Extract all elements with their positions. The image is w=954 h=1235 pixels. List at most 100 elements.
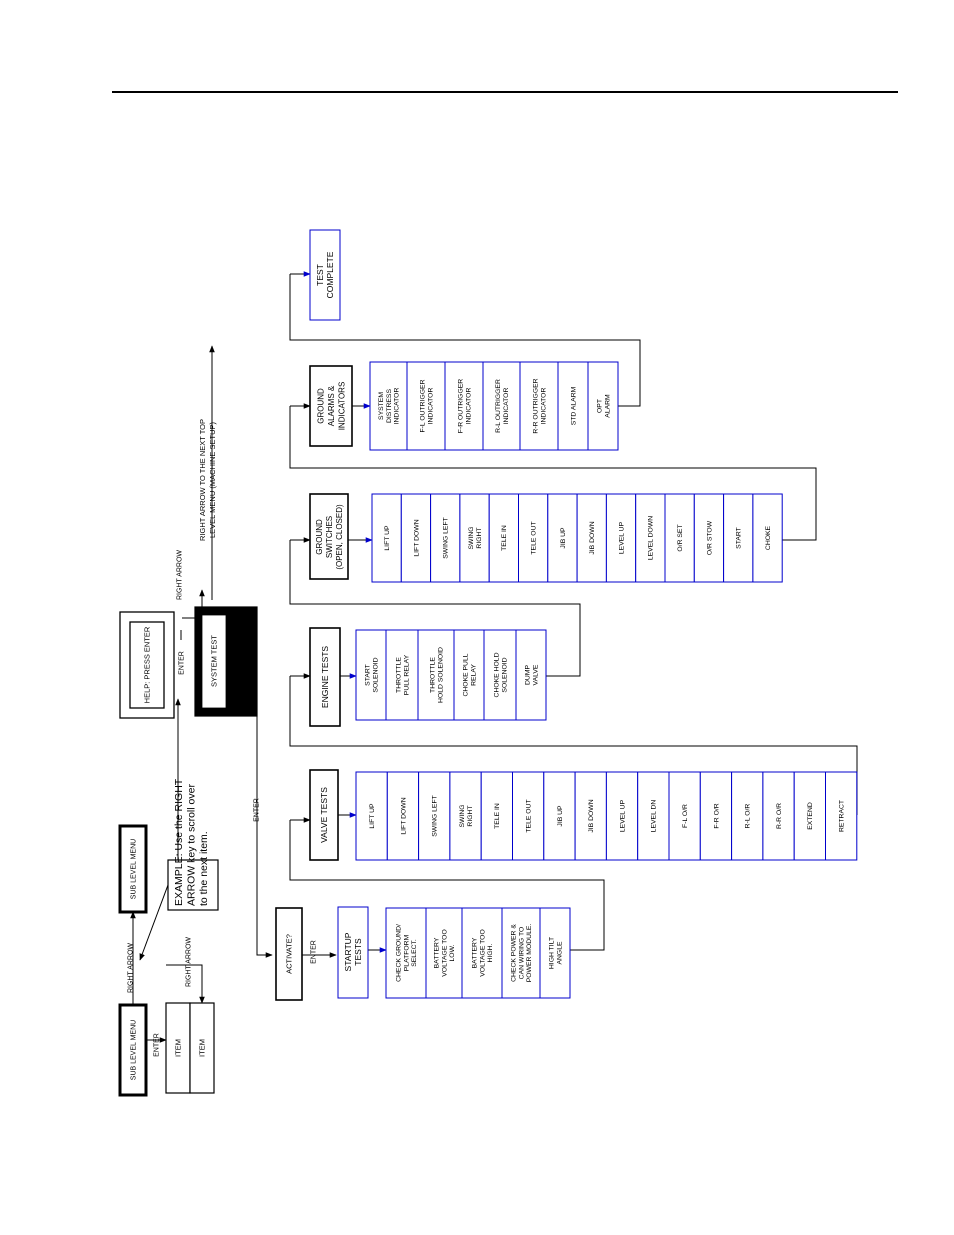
valve-item-label: R-L O/R: [745, 804, 752, 829]
svg-text:SUB LEVEL MENU: SUB LEVEL MENU: [130, 839, 137, 899]
switches-item-label: START: [736, 527, 743, 549]
svg-text:THROTTLEHOLD SOLENOID: THROTTLEHOLD SOLENOID: [429, 647, 444, 703]
alarms-item-box: [482, 361, 521, 451]
item-box: [165, 1002, 191, 1094]
svg-text:SWINGRIGHT: SWINGRIGHT: [468, 526, 483, 549]
svg-text:GROUNDSWITCHES(OPEN, CLOSED): GROUNDSWITCHES(OPEN, CLOSED): [315, 504, 344, 570]
startup-item-label: CHECK POWER &CAN WIRING TOPOWER MODULE.: [511, 924, 534, 983]
svg-text:R-L OUTRIGGERINDICATOR: R-L OUTRIGGERINDICATOR: [495, 379, 510, 433]
svg-text:LIFT DOWN: LIFT DOWN: [413, 519, 420, 556]
valve-item-label: RETRACT: [839, 800, 846, 832]
alarms-item-box: [587, 361, 619, 451]
sub-level-menu-label: SUB LEVEL MENU: [130, 1020, 137, 1080]
svg-text:TELE OUT: TELE OUT: [531, 521, 538, 554]
activate-box: [275, 907, 303, 1001]
startup-item-label: CHECK GROUND/PLATFORMSELECT.: [396, 924, 419, 982]
engine-title-box: [309, 627, 341, 727]
alarms-item-label: SYSTEMDISTRESSINDICATOR: [378, 388, 401, 425]
switches-item-label: JIB DOWN: [589, 521, 596, 554]
alarms-item-label: F-R OUTRIGGERINDICATOR: [457, 379, 472, 433]
svg-text:TELE OUT: TELE OUT: [526, 799, 533, 832]
svg-text:CHOKE PULLRELAY: CHOKE PULLRELAY: [462, 653, 477, 696]
engine-item-box: [453, 629, 485, 721]
valve-item-box: [386, 771, 420, 861]
svg-text:RIGHT ARROW: RIGHT ARROW: [176, 550, 183, 600]
engine-item-label: CHOKE PULLRELAY: [462, 653, 477, 696]
valve-item-label: LEVEL UP: [619, 799, 626, 832]
svg-text:TELE IN: TELE IN: [501, 525, 508, 551]
alarms-item-label: OPTALARM: [596, 394, 611, 418]
engine-item-label: THROTTLEPULL RELAY: [395, 654, 410, 695]
svg-text:HELP: PRESS ENTER: HELP: PRESS ENTER: [143, 626, 152, 703]
sub-level-menu-label: SUB LEVEL MENU: [130, 839, 137, 899]
valve-item-label: JIB UP: [557, 805, 564, 827]
engine-item-label: CHOKE HOLDSOLENOID: [493, 652, 508, 697]
svg-text:JIB UP: JIB UP: [560, 527, 567, 549]
engine-item-box: [417, 629, 455, 721]
valve-item-label: F-L O/R: [682, 804, 689, 828]
startup-item-label: HIGH TILTANGLE: [548, 937, 563, 969]
svg-text:HIGH TILTANGLE: HIGH TILTANGLE: [548, 937, 563, 969]
svg-text:ENTER: ENTER: [253, 798, 260, 822]
valve-item-box: [637, 771, 670, 861]
svg-text:STARTUPTESTS: STARTUPTESTS: [343, 932, 363, 971]
sub-level-menu-box: [118, 1003, 148, 1097]
svg-text:RIGHT ARROW TO THE NEXT TOPLEV: RIGHT ARROW TO THE NEXT TOPLEVEL MENU (M…: [198, 419, 217, 541]
valve-item-label: TELE IN: [494, 803, 501, 829]
svg-text:JIB UP: JIB UP: [557, 805, 564, 827]
valve-item-box: [668, 771, 701, 861]
valve-item-box: [699, 771, 733, 861]
svg-text:LEVEL UP: LEVEL UP: [619, 799, 626, 832]
next-top-menu-label: RIGHT ARROW TO THE NEXT TOPLEVEL MENU (M…: [198, 419, 217, 541]
example-note-box: [167, 859, 219, 911]
engine-item-label: STARTSOLENOID: [364, 657, 379, 692]
svg-text:LEVEL DOWN: LEVEL DOWN: [648, 516, 655, 560]
valve-item-label: TELE OUT: [526, 799, 533, 832]
example-pointer: [139, 884, 169, 961]
svg-text:JIB DOWN: JIB DOWN: [589, 521, 596, 554]
svg-text:ACTIVATE?: ACTIVATE?: [285, 934, 294, 974]
startup-title-box: [337, 906, 369, 999]
svg-text:STARTSOLENOID: STARTSOLENOID: [364, 657, 379, 692]
alarms-item-box: [369, 361, 408, 451]
svg-text:VALVE TESTS: VALVE TESTS: [319, 787, 329, 843]
engine-item-label: THROTTLEHOLD SOLENOID: [429, 647, 444, 703]
switches-title: GROUNDSWITCHES(OPEN, CLOSED): [315, 504, 344, 570]
svg-text:LIFT UP: LIFT UP: [369, 803, 376, 829]
switches-item-box: [547, 493, 578, 583]
svg-text:OPTALARM: OPTALARM: [596, 394, 611, 418]
switches-item-label: LEVEL UP: [618, 521, 625, 554]
svg-text:CHOKE: CHOKE: [765, 525, 772, 550]
valve-item-label: LIFT DOWN: [400, 797, 407, 834]
valve-item-label: SWINGRIGHT: [459, 804, 474, 827]
svg-text:LEVEL DN: LEVEL DN: [651, 800, 658, 833]
svg-text:R-R OUTRIGGERINDICATOR: R-R OUTRIGGERINDICATOR: [532, 378, 547, 433]
right-arrow-connector: [166, 964, 205, 1004]
item-box: [189, 1002, 215, 1094]
svg-text:START: START: [736, 527, 743, 549]
svg-text:O/R STOW: O/R STOW: [706, 520, 713, 555]
enter-label: ENTER: [153, 1033, 160, 1057]
valve-item-box: [355, 771, 388, 861]
enter-label: ENTER: [253, 798, 260, 822]
valve-item-box: [793, 771, 827, 861]
svg-text:SWINGRIGHT: SWINGRIGHT: [459, 804, 474, 827]
startup-item-box: [501, 907, 541, 999]
svg-text:TELE IN: TELE IN: [494, 803, 501, 829]
switches-item-label: SWING LEFT: [443, 517, 450, 559]
svg-text:CHECK GROUND/PLATFORMSELECT.: CHECK GROUND/PLATFORMSELECT.: [396, 924, 419, 982]
alarms-title-box: [309, 365, 353, 447]
engine-title: ENGINE TESTS: [320, 646, 330, 709]
valve-item-label: LIFT UP: [369, 803, 376, 829]
startup-item-box: [425, 907, 463, 999]
alarms-item-label: F-L OUTRIGGERINDICATOR: [419, 379, 434, 432]
valve-item-box: [825, 771, 858, 861]
svg-text:CHECK POWER &CAN WIRING TOPOWE: CHECK POWER &CAN WIRING TOPOWER MODULE.: [511, 924, 534, 983]
right-arrow-label: RIGHT ARROW: [176, 550, 183, 600]
valve-item-box: [449, 771, 482, 861]
help-inner-box: [129, 621, 165, 709]
svg-text:THROTTLEPULL RELAY: THROTTLEPULL RELAY: [395, 654, 410, 695]
svg-text:LEVEL UP: LEVEL UP: [618, 521, 625, 554]
